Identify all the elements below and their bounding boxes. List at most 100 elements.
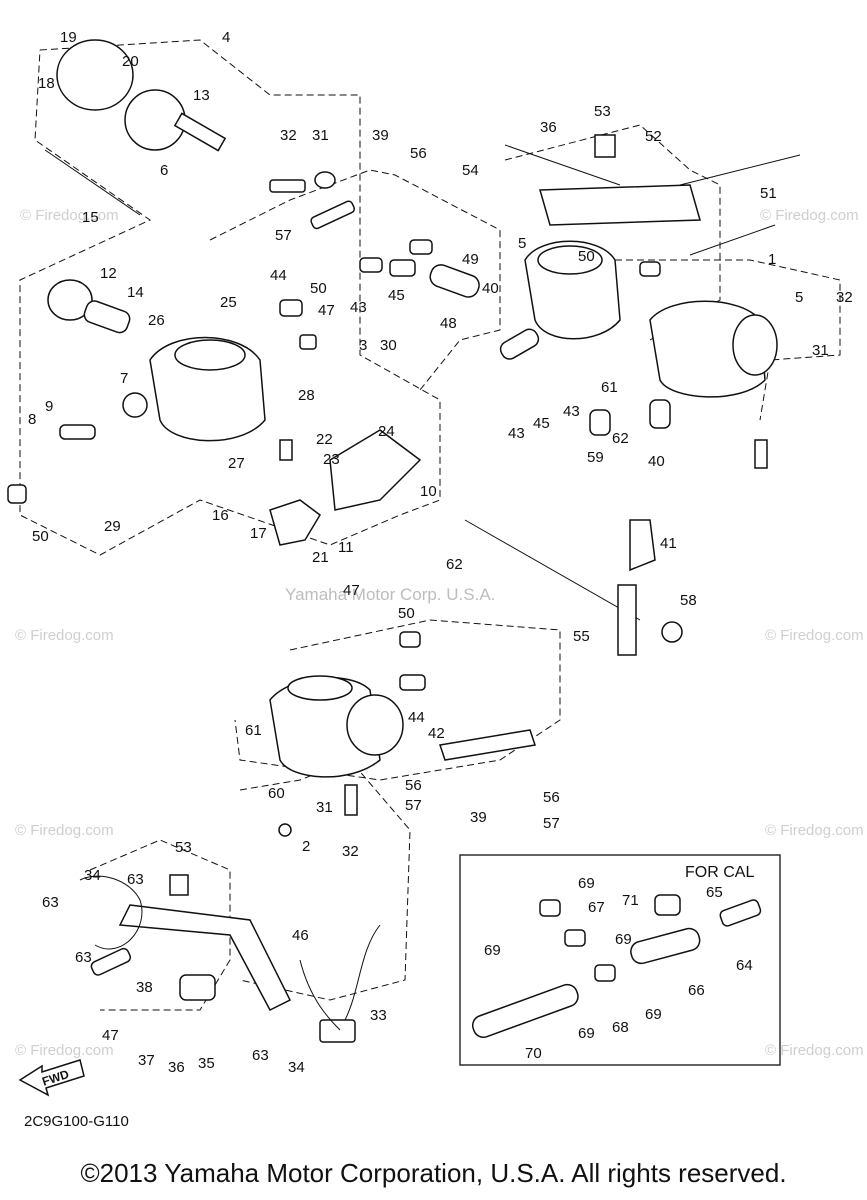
callout: 10 bbox=[420, 483, 437, 500]
link-42 bbox=[439, 729, 536, 761]
callout: 63 bbox=[75, 949, 92, 966]
callout: 44 bbox=[408, 709, 425, 726]
callout: 30 bbox=[380, 337, 397, 354]
part-67 bbox=[539, 899, 561, 917]
callout: 44 bbox=[270, 267, 287, 284]
callout: 31 bbox=[312, 127, 329, 144]
callout: 40 bbox=[648, 453, 665, 470]
callout: 40 bbox=[482, 280, 499, 297]
callout: 27 bbox=[228, 455, 245, 472]
rod-throttle bbox=[464, 519, 641, 621]
callout: 36 bbox=[168, 1059, 185, 1076]
connector-33 bbox=[319, 1019, 356, 1043]
bolt-long-2 bbox=[689, 224, 776, 256]
callout: 57 bbox=[543, 815, 560, 832]
watermark-1: © Firedog.com bbox=[20, 207, 119, 224]
callout: 69 bbox=[484, 942, 501, 959]
callout: 14 bbox=[127, 284, 144, 301]
part-68 bbox=[594, 964, 616, 982]
callout: 36 bbox=[540, 119, 557, 136]
fwd-arrow: FWD bbox=[18, 1059, 85, 1097]
callout: 47 bbox=[102, 1027, 119, 1044]
bracket-52 bbox=[539, 184, 701, 226]
hose-70 bbox=[471, 983, 579, 1039]
callout: 56 bbox=[410, 145, 427, 162]
callout: 32 bbox=[280, 127, 297, 144]
plug-50-left bbox=[7, 484, 27, 504]
cable-34 bbox=[79, 875, 143, 950]
copyright-text: ©2013 Yamaha Motor Corporation, U.S.A. A… bbox=[80, 1158, 787, 1188]
callout: 22 bbox=[316, 431, 333, 448]
part-32-top bbox=[269, 179, 306, 193]
part-21 bbox=[269, 499, 321, 546]
carb-top-left bbox=[174, 339, 246, 371]
diagram-code: 2C9G100-G110 bbox=[24, 1113, 129, 1130]
part-45-top bbox=[389, 259, 416, 277]
callout: 43 bbox=[350, 299, 367, 316]
callout: 60 bbox=[268, 785, 285, 802]
part-38 bbox=[179, 974, 216, 1001]
callout: 17 bbox=[250, 525, 267, 542]
callout: 31 bbox=[812, 342, 829, 359]
callout: 33 bbox=[370, 1007, 387, 1024]
watermark-5: © Firedog.com bbox=[15, 822, 114, 839]
callout: 42 bbox=[428, 725, 445, 742]
callout: 59 bbox=[587, 449, 604, 466]
bracket-24 bbox=[329, 429, 422, 511]
callout: 61 bbox=[601, 379, 618, 396]
bolt-long-1 bbox=[679, 154, 801, 186]
carb-top-right-1 bbox=[537, 245, 603, 275]
callout: 66 bbox=[688, 982, 705, 999]
callout: 15 bbox=[82, 209, 99, 226]
for-cal-box bbox=[459, 854, 781, 1066]
callout: 61 bbox=[245, 722, 262, 739]
callout: 11 bbox=[338, 539, 354, 556]
bracket-main bbox=[118, 904, 292, 1011]
part-71 bbox=[654, 894, 681, 916]
callout: 65 bbox=[706, 884, 723, 901]
parts-center-linkage bbox=[464, 519, 683, 656]
callout: 5 bbox=[795, 289, 803, 306]
part-43-a bbox=[359, 257, 383, 273]
carb-intake-middle bbox=[346, 694, 404, 756]
callout: 50 bbox=[32, 528, 49, 545]
part-44-middle bbox=[399, 674, 426, 691]
callout: 43 bbox=[563, 403, 580, 420]
callout: 50 bbox=[310, 280, 327, 297]
part-23 bbox=[279, 439, 293, 461]
callout: 49 bbox=[462, 251, 479, 268]
callout: 69 bbox=[615, 931, 632, 948]
part-50-middle bbox=[399, 631, 421, 648]
part-32-right bbox=[754, 439, 768, 469]
part-40-right bbox=[649, 399, 671, 429]
callout: 26 bbox=[148, 312, 165, 329]
callout: 62 bbox=[446, 556, 463, 573]
callout: 69 bbox=[578, 1025, 595, 1042]
callout: 34 bbox=[288, 1059, 305, 1076]
parts-top-middle bbox=[269, 171, 540, 360]
callout: 32 bbox=[342, 843, 359, 860]
callout: 41 bbox=[660, 535, 677, 552]
callout: 50 bbox=[398, 605, 415, 622]
part-9 bbox=[59, 424, 96, 440]
callout: 55 bbox=[573, 628, 590, 645]
part-53-top bbox=[594, 134, 616, 158]
callout: 47 bbox=[318, 302, 335, 319]
callout: 35 bbox=[198, 1055, 215, 1072]
cable-top bbox=[504, 144, 621, 186]
watermarks: © Firedog.com © Firedog.com © Firedog.co… bbox=[15, 207, 864, 1059]
watermark-3: © Firedog.com bbox=[15, 627, 114, 644]
part-32-middle bbox=[344, 784, 358, 816]
callout: 53 bbox=[175, 839, 192, 856]
callout: 1 bbox=[768, 251, 776, 268]
callout: 37 bbox=[138, 1052, 155, 1069]
part-50-right bbox=[639, 261, 661, 277]
watermark-8: © Firedog.com bbox=[765, 1042, 864, 1059]
part-53-bottom bbox=[169, 874, 189, 896]
part-12 bbox=[47, 279, 93, 321]
callout: 39 bbox=[372, 127, 389, 144]
callout: 38 bbox=[136, 979, 153, 996]
callout: 4 bbox=[222, 29, 230, 46]
diaphragm bbox=[124, 89, 186, 151]
